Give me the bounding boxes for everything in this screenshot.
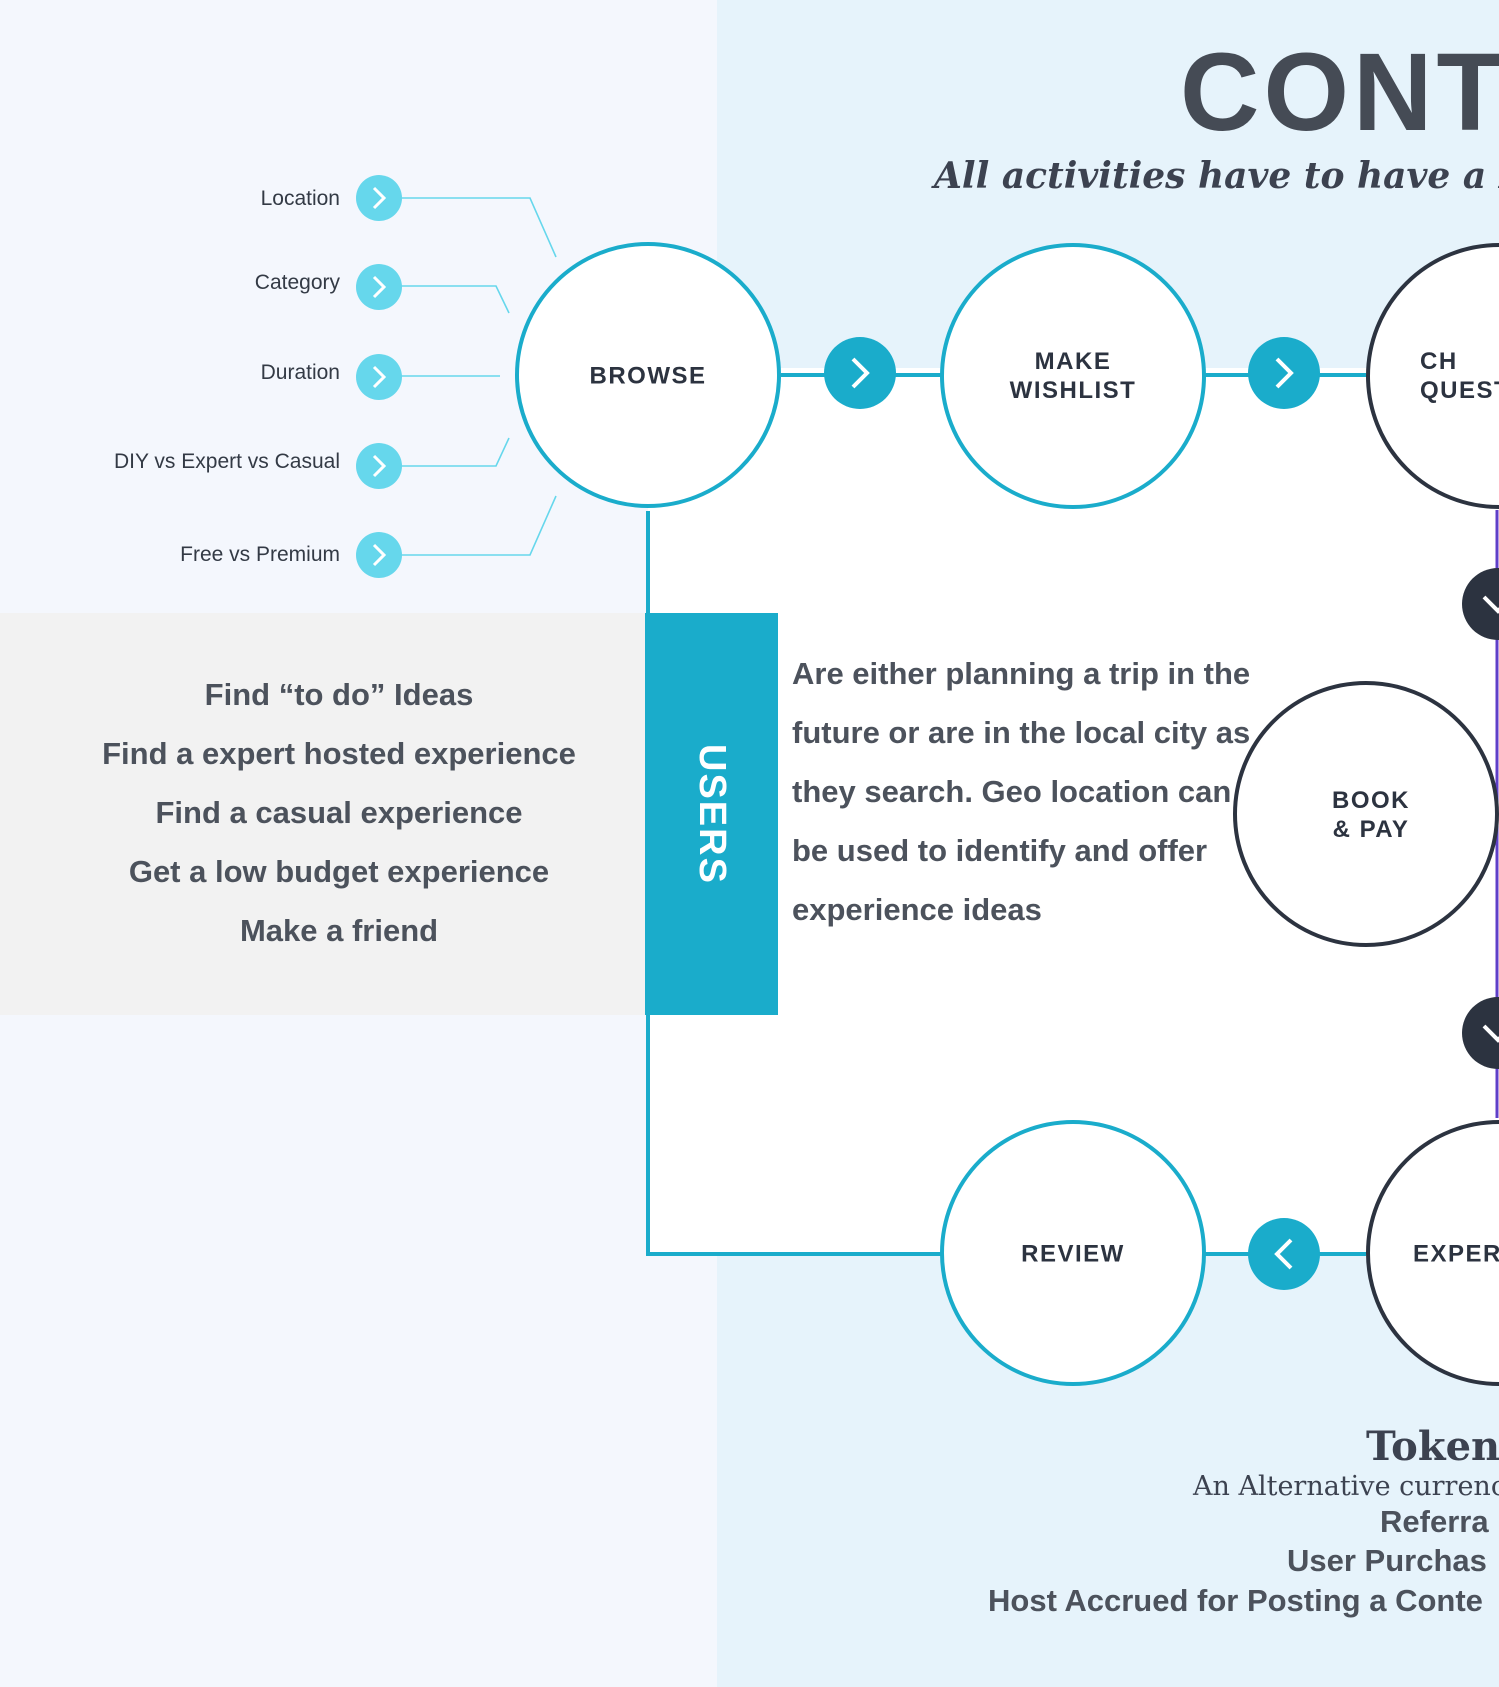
- user-goals-list: Find “to do” Ideas Find a expert hosted …: [0, 665, 678, 960]
- node-wishlist-circle: [940, 243, 1206, 509]
- chevron-right-icon: [356, 175, 402, 221]
- chevron-right-icon: [356, 354, 402, 400]
- goal-item: Make a friend: [239, 913, 439, 948]
- connector-free: [400, 495, 557, 556]
- node-browse-label: BROWSE: [589, 362, 707, 390]
- node-review-label: REVIEW: [1021, 1240, 1125, 1268]
- node-book-pay-label: BOOK & PAY: [1332, 787, 1410, 843]
- page-subtitle: All activities have to have a DIY: [934, 155, 1499, 197]
- user-goals-panel: [0, 613, 648, 1015]
- chevron-right-icon: [356, 264, 402, 310]
- node-experience-label: EXPER: [1413, 1240, 1499, 1268]
- flow-review-browse: [646, 511, 941, 1256]
- node-questions-circle: [1366, 243, 1499, 509]
- node-experience-circle: [1366, 1120, 1499, 1386]
- filter-chevrons: [356, 175, 402, 578]
- token-line-host-accrued: Host Accrued for Posting a Conte: [988, 1583, 1483, 1618]
- chevron-right-icon: [1248, 337, 1320, 409]
- node-questions-label: CH QUEST: [1420, 348, 1499, 404]
- token-subtitle: An Alternative currency: [1193, 1471, 1499, 1502]
- filter-diy-label: DIY vs Expert vs Casual: [113, 450, 340, 473]
- chevron-right-icon: [356, 443, 402, 489]
- goal-item: Find a expert hosted experience: [102, 736, 576, 771]
- users-description: Are either planning a trip in the future…: [792, 656, 1251, 927]
- users-bar: [645, 613, 778, 1015]
- filter-location-label: Location: [260, 187, 340, 210]
- filter-category-label: Category: [254, 271, 340, 294]
- connector-category: [400, 285, 510, 314]
- chevron-left-icon: [1248, 1218, 1320, 1290]
- filter-duration-label: Duration: [260, 361, 340, 384]
- node-wishlist-label: MAKE WISHLIST: [1009, 348, 1137, 404]
- chevron-right-icon: [356, 532, 402, 578]
- goal-item: Find “to do” Ideas: [204, 677, 474, 712]
- node-book-pay-circle: [1233, 681, 1499, 947]
- node-review-circle: [940, 1120, 1206, 1386]
- node-browse-circle: [515, 242, 781, 508]
- connector-diy: [400, 437, 510, 467]
- page-title: CONT: [1180, 31, 1499, 154]
- token-line-user-purchase: User Purchas: [1287, 1543, 1487, 1578]
- goal-item: Find a casual experience: [155, 795, 523, 830]
- token-line-referral: Referra: [1380, 1504, 1489, 1539]
- chevron-right-icon: [824, 337, 896, 409]
- filter-free-premium-label: Free vs Premium: [180, 543, 340, 566]
- goal-item: Get a low budget experience: [128, 854, 550, 889]
- chevron-down-icon: [1462, 997, 1499, 1069]
- users-label: USERS: [691, 743, 733, 885]
- token-title: Token: [1366, 1423, 1499, 1470]
- connector-location: [400, 197, 557, 258]
- chevron-down-icon: [1462, 568, 1499, 640]
